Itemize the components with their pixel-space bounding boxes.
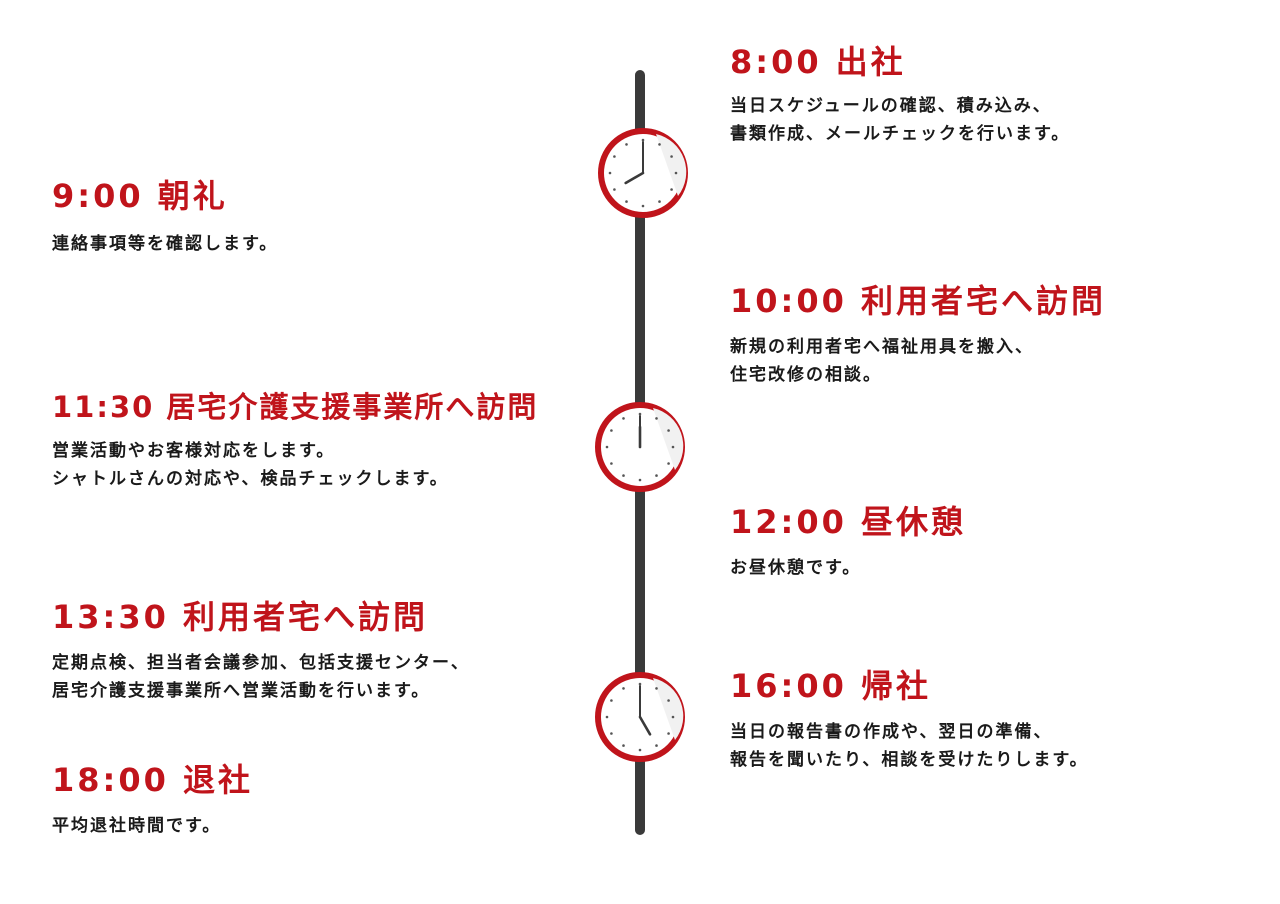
- clock-tick: [638, 682, 642, 686]
- clock-tick: [610, 462, 613, 465]
- clock-shade: [653, 408, 684, 470]
- timeline-entry-1600: 16:00 帰社 当日の報告書の作成や、翌日の準備、 報告を聞いたり、相談を受け…: [730, 666, 1089, 774]
- entry-title: 10:00 利用者宅へ訪問: [730, 282, 1107, 320]
- clock-tick: [658, 143, 661, 146]
- clock-hour-hand: [624, 171, 645, 185]
- entry-desc-line: シャトルさんの対応や、検品チェックします。: [52, 469, 449, 489]
- entry-title: 11:30 居宅介護支援事業所へ訪問: [52, 390, 539, 424]
- clock-tick: [667, 732, 670, 735]
- clock-tick: [622, 687, 625, 690]
- entry-title: 9:00 朝礼: [52, 177, 228, 215]
- clock-tick: [608, 171, 612, 175]
- entry-title: 16:00 帰社: [730, 667, 932, 705]
- entry-desc-line: お昼休憩です。: [730, 558, 862, 578]
- clock-tick: [610, 429, 613, 432]
- timeline-entry-1330: 13:30 利用者宅へ訪問 定期点検、担当者会議参加、包括支援センター、 居宅介…: [52, 597, 470, 705]
- entry-desc-line: 平均退社時間です。: [52, 816, 222, 836]
- clock-shade: [656, 134, 687, 196]
- clock-tick: [674, 171, 678, 175]
- clock-icon: [596, 126, 690, 220]
- timeline-entry-1800: 18:00 退社 平均退社時間です。: [52, 760, 253, 840]
- entry-title: 18:00 退社: [52, 761, 254, 799]
- entry-desc-line: 営業活動やお客様対応をします。: [52, 441, 336, 461]
- clock-tick: [613, 188, 616, 191]
- clock-tick: [667, 699, 670, 702]
- entry-desc-line: 新規の利用者宅へ福祉用具を搬入、: [730, 337, 1034, 357]
- clock-tick: [667, 429, 670, 432]
- entry-desc-line: 書類作成、メールチェックを行います。: [730, 124, 1071, 144]
- timeline-entry-1130: 11:30 居宅介護支援事業所へ訪問 営業活動やお客様対応をします。 シャトルさ…: [52, 387, 538, 493]
- entry-title: 13:30 利用者宅へ訪問: [52, 598, 429, 636]
- timeline-entry-0900: 9:00 朝礼 連絡事項等を確認します。: [52, 176, 278, 258]
- entry-desc-line: 住宅改修の相談。: [730, 365, 882, 385]
- timeline-entry-0800: 8:00 出社 当日スケジュールの確認、積み込み、 書類作成、メールチェックを行…: [730, 42, 1070, 148]
- entry-desc-line: 居宅介護支援事業所へ営業活動を行います。: [52, 681, 431, 701]
- clock-shade: [653, 678, 684, 740]
- clock-icon: [593, 670, 687, 764]
- clock-tick: [670, 188, 673, 191]
- clock-tick: [625, 143, 628, 146]
- clock-tick: [667, 462, 670, 465]
- clock-tick: [641, 138, 645, 142]
- clock-icon: [593, 400, 687, 494]
- entry-desc-line: 報告を聞いたり、相談を受けたりします。: [730, 750, 1089, 770]
- clock-tick: [610, 699, 613, 702]
- entry-title: 12:00 昼休憩: [730, 503, 967, 541]
- clock-tick: [655, 744, 658, 747]
- clock-icon-8: [598, 128, 688, 218]
- timeline-entry-1200: 12:00 昼休憩 お昼休憩です。: [730, 502, 966, 582]
- clock-tick: [622, 744, 625, 747]
- clock-tick: [641, 204, 645, 208]
- clock-tick: [655, 417, 658, 420]
- clock-tick: [625, 200, 628, 203]
- entry-desc-line: 当日の報告書の作成や、翌日の準備、: [730, 722, 1053, 742]
- clock-tick: [655, 474, 658, 477]
- clock-tick: [671, 445, 675, 449]
- clock-tick: [605, 445, 609, 449]
- clock-tick: [610, 732, 613, 735]
- clock-tick: [622, 417, 625, 420]
- clock-tick: [670, 155, 673, 158]
- clock-tick: [655, 687, 658, 690]
- timeline-entry-1000: 10:00 利用者宅へ訪問 新規の利用者宅へ福祉用具を搬入、 住宅改修の相談。: [730, 281, 1106, 389]
- clock-hour-hand: [638, 715, 652, 736]
- clock-icon-16: [595, 672, 685, 762]
- clock-tick: [671, 715, 675, 719]
- clock-tick: [605, 715, 609, 719]
- entry-desc-line: 連絡事項等を確認します。: [52, 234, 279, 254]
- clock-tick: [658, 200, 661, 203]
- clock-tick: [638, 412, 642, 416]
- clock-tick: [638, 748, 642, 752]
- clock-tick: [638, 478, 642, 482]
- entry-desc-line: 当日スケジュールの確認、積み込み、: [730, 96, 1052, 116]
- entry-title: 8:00 出社: [730, 43, 906, 81]
- clock-tick: [613, 155, 616, 158]
- clock-tick: [622, 474, 625, 477]
- clock-icon-12: [595, 402, 685, 492]
- entry-desc-line: 定期点検、担当者会議参加、包括支援センター、: [52, 653, 470, 673]
